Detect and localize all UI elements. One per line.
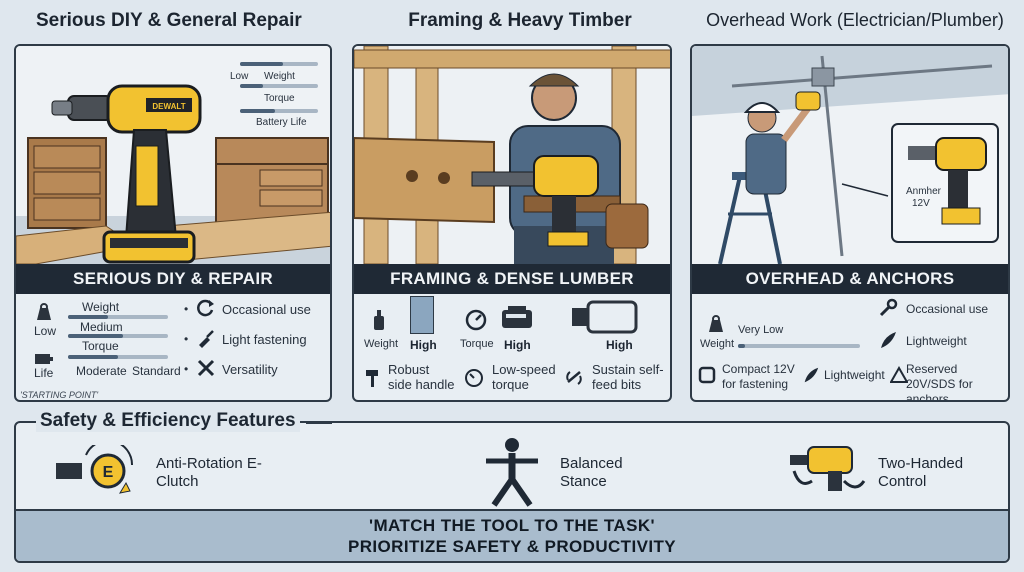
stats-framing: Weight High Torque High High Robust side…	[354, 294, 670, 400]
weight-bar	[68, 315, 168, 319]
slider-battery-label: Battery Life	[256, 117, 307, 128]
life-bar	[68, 355, 168, 359]
column-3-heading: Overhead Work (Electrician/Plumber)	[706, 10, 1004, 30]
diy-workshop-illustration: DEWALT	[16, 46, 330, 264]
feature-occasional-use: Occasional use	[222, 302, 311, 317]
hammer-icon	[362, 368, 382, 393]
starting-point-note: 'STARTING POINT'	[20, 390, 99, 400]
safety-title-rule	[306, 422, 332, 424]
feature-compact-12v: Compact 12V for fastening	[722, 362, 795, 391]
overhead-illustration	[692, 46, 1008, 264]
callout-line2: 12V	[912, 198, 930, 209]
weight-icon	[372, 308, 386, 337]
speed-gauge-icon	[464, 368, 484, 393]
screwdriver-icon	[196, 328, 216, 353]
e-clutch-icon: E	[50, 439, 140, 506]
slider-top[interactable]	[240, 62, 318, 66]
slider-torque-label: Torque	[264, 93, 295, 104]
scene-overhead: Anmher 12V	[692, 46, 1008, 264]
scene-diy: DEWALT Low Weight Torque Battery Life	[16, 46, 330, 264]
svg-text:E: E	[103, 464, 114, 481]
stats-serious-diy: Low Weight Medium Torque Life Moderate S…	[16, 294, 330, 400]
slider-torque[interactable]	[240, 109, 318, 113]
feature-anti-rotation: Anti-Rotation E-Clutch	[156, 455, 262, 490]
stat-low: Low	[34, 324, 57, 338]
stat-standard: Standard	[132, 364, 181, 378]
column-2-heading: Framing & Heavy Timber	[408, 10, 632, 31]
safety-title: Safety & Efficiency Features	[36, 410, 300, 432]
framing-illustration	[354, 46, 670, 264]
footer-line-2: PRIORITIZE SAFETY & PRODUCTIVITY	[348, 537, 676, 556]
feature-low-speed-torque: Low-speed torque	[492, 362, 556, 392]
feature-sustain-self-feed-bits: Sustain self-feed bits	[592, 362, 664, 392]
stats-overhead: Very Low Weight Occasional use Lightweig…	[692, 294, 1008, 402]
footer-line-1: 'MATCH THE TOOL TO THE TASK'	[369, 516, 655, 535]
feature-two-handed: Two-Handed Control	[878, 455, 964, 490]
panel-framing: FRAMING & DENSE LUMBER Weight High Torqu…	[352, 44, 672, 402]
feather-icon	[802, 366, 820, 389]
stat-very-low: Very Low	[738, 324, 784, 336]
stance-icon	[482, 435, 542, 512]
panel-serious-diy: DEWALT Low Weight Torque Battery Life SE…	[14, 44, 332, 402]
stat-moderate: Moderate	[76, 364, 127, 378]
stat-weight-label: Weight	[82, 300, 120, 314]
weight-icon	[706, 314, 726, 339]
banner-overhead: OVERHEAD & ANCHORS	[692, 264, 1008, 294]
sync-icon	[564, 368, 586, 393]
gauge-icon	[464, 308, 488, 337]
feature-lightweight-1: Lightweight	[906, 334, 967, 348]
feature-balanced-stance: Balanced Stance	[560, 455, 623, 490]
bullet-3: •	[184, 362, 189, 376]
weight-bar	[738, 344, 860, 348]
stat-torque-value: High	[504, 338, 531, 352]
panel-overhead: Anmher 12V OVERHEAD & ANCHORS Very Low W…	[690, 44, 1010, 402]
feature-versatility: Versatility	[222, 362, 278, 377]
stat-battery-value: High	[606, 338, 633, 352]
slider-low-label: Low	[230, 71, 249, 82]
column-1-heading: Serious DIY & General Repair	[36, 10, 302, 31]
battery-pack-icon	[500, 304, 534, 337]
bullet-1: •	[184, 302, 189, 316]
battery-icon	[34, 352, 54, 370]
scene-framing	[354, 46, 670, 264]
feature-robust-side-handle: Robust side handle	[388, 362, 455, 392]
safety-panel: E Anti-Rotation E-Clutch Balanced Stance…	[14, 421, 1010, 563]
banner-serious-diy: SERIOUS DIY & REPAIR	[16, 264, 330, 294]
feature-light-fastening: Light fastening	[222, 332, 307, 347]
drill-brand-text: DEWALT	[152, 102, 185, 111]
weight-icon	[34, 302, 54, 327]
stat-weight: Weight	[700, 338, 735, 350]
two-handed-drill-icon	[786, 441, 872, 502]
slider-weight-label: Weight	[264, 71, 295, 82]
feature-reserved-20v: Reserved 20V/SDS for anchors	[906, 362, 973, 402]
refresh-icon	[196, 298, 216, 323]
stat-torque: Torque	[460, 338, 494, 350]
stat-torque-label: Torque	[82, 339, 119, 353]
drill-battery-icon	[570, 300, 640, 339]
banner-framing: FRAMING & DENSE LUMBER	[354, 264, 670, 294]
callout-line1: Anmher	[906, 186, 942, 197]
box-icon	[698, 366, 716, 389]
wrench-icon	[878, 298, 898, 323]
stat-life: Life	[34, 366, 54, 380]
stat-weight: Weight	[364, 338, 399, 350]
warning-icon	[889, 365, 909, 389]
bullet-2: •	[184, 332, 189, 346]
torque-bar	[68, 334, 168, 338]
feature-lightweight-2: Lightweight	[824, 368, 885, 382]
feather-icon	[878, 330, 898, 355]
footer-banner: 'MATCH THE TOOL TO THE TASK' PRIORITIZE …	[16, 509, 1008, 561]
feature-occasional-use: Occasional use	[906, 302, 989, 316]
stat-medium: Medium	[80, 320, 123, 334]
tools-icon	[196, 358, 216, 383]
weight-level-block	[410, 296, 434, 334]
stat-weight-value: High	[410, 338, 437, 352]
slider-weight[interactable]	[240, 84, 318, 88]
